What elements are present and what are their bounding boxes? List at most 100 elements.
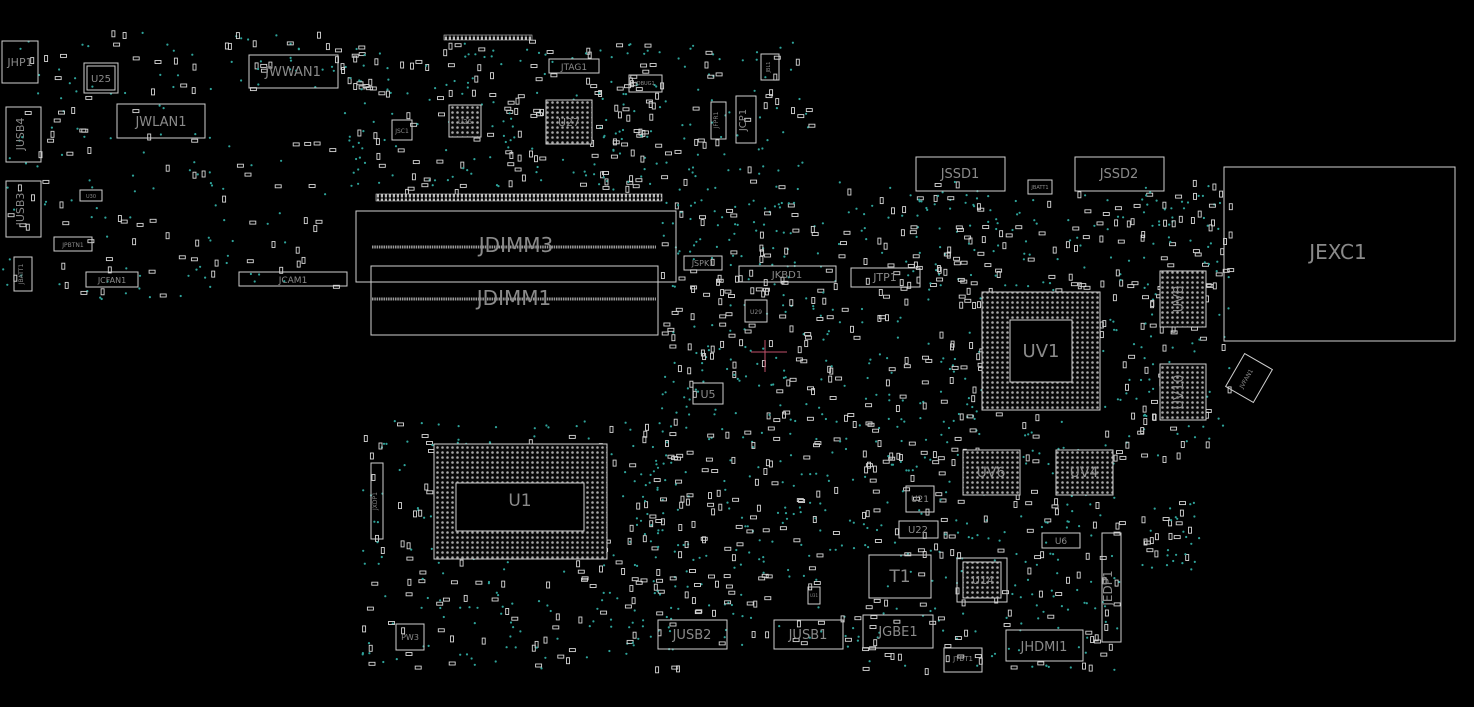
svg-text:JTBT1: JTBT1 bbox=[952, 655, 973, 663]
component-u1[interactable]: U1 bbox=[433, 443, 608, 560]
svg-text:UV8: UV8 bbox=[1172, 286, 1187, 313]
svg-text:UV4: UV4 bbox=[1070, 465, 1099, 481]
svg-text:UV6: UV6 bbox=[977, 465, 1006, 481]
component-u22[interactable]: U22 bbox=[898, 520, 939, 539]
component-uv8[interactable]: UV8 bbox=[1159, 270, 1207, 328]
component-u25[interactable]: U25 bbox=[83, 62, 119, 94]
component-jspk1[interactable]: JSPK1 bbox=[683, 255, 723, 271]
component-jusb4[interactable]: JUSB4 bbox=[5, 106, 42, 163]
component-u5[interactable]: U5 bbox=[692, 382, 724, 405]
svg-text:JSSD2: JSSD2 bbox=[1099, 167, 1139, 182]
svg-text:JVFAN1: JVFAN1 bbox=[1238, 368, 1255, 391]
component-jtp1[interactable]: JTP1 bbox=[850, 267, 921, 288]
component-jcam1[interactable]: JCAM1 bbox=[238, 271, 348, 287]
svg-text:PW3: PW3 bbox=[401, 633, 419, 642]
svg-text:JCAM1: JCAM1 bbox=[278, 276, 308, 286]
component-t1[interactable]: T1 bbox=[868, 554, 932, 599]
svg-text:U29: U29 bbox=[750, 309, 762, 316]
component-jdbug1[interactable]: JDBUG1 bbox=[628, 74, 663, 93]
component-u14[interactable]: U14 bbox=[956, 557, 1008, 603]
svg-text:JEDP1: JEDP1 bbox=[1101, 570, 1115, 606]
svg-text:JWLAN1: JWLAN1 bbox=[134, 115, 186, 130]
component-jcp1[interactable]: JCP1 bbox=[735, 95, 757, 144]
component-jcfan1[interactable]: JCFAN1 bbox=[85, 271, 139, 288]
component-jfpr1[interactable]: JFPR1 bbox=[710, 101, 727, 140]
component-u30[interactable]: U30 bbox=[79, 189, 103, 202]
via-field bbox=[2, 30, 1235, 676]
svg-text:U6: U6 bbox=[1055, 537, 1068, 547]
component-pw3[interactable]: PW3 bbox=[395, 623, 425, 651]
component-jpbtn1[interactable]: JPBTN1 bbox=[53, 236, 93, 252]
svg-text:JHP1: JHP1 bbox=[6, 56, 32, 69]
svg-text:U5: U5 bbox=[700, 388, 715, 401]
svg-text:JDIMM1: JDIMM1 bbox=[475, 286, 551, 310]
svg-text:JPBTN1: JPBTN1 bbox=[61, 242, 84, 249]
svg-text:JEXC1: JEXC1 bbox=[1307, 240, 1366, 264]
component-uv10[interactable]: UV10 bbox=[1159, 363, 1207, 421]
svg-text:U1: U1 bbox=[508, 491, 531, 511]
svg-text:JBL1: JBL1 bbox=[766, 62, 772, 74]
component-uv6[interactable]: UV6 bbox=[962, 449, 1021, 496]
component-jusb1[interactable]: JUSB1 bbox=[773, 619, 844, 650]
component-u27[interactable]: U27 bbox=[545, 99, 593, 145]
component-pw1[interactable]: JSC1 bbox=[391, 119, 413, 141]
svg-text:U31: U31 bbox=[810, 593, 818, 598]
component-jbl1[interactable]: JBL1 bbox=[760, 53, 780, 81]
component-u31[interactable]: U31 bbox=[807, 586, 821, 605]
component-jtag1[interactable]: JTAG1 bbox=[548, 58, 600, 74]
component-jexc1[interactable]: JEXC1 bbox=[1223, 166, 1456, 342]
component-u26[interactable]: U26 bbox=[448, 104, 482, 138]
svg-text:U14: U14 bbox=[972, 574, 994, 587]
svg-text:JWWAN1: JWWAN1 bbox=[264, 65, 321, 80]
component-jsc1[interactable]: JSC1 JSC1 JSC1 bbox=[1027, 179, 1053, 195]
component-jwwan1[interactable]: JWWAN1 bbox=[248, 54, 339, 89]
component-jwlan1[interactable]: JWLAN1 bbox=[116, 103, 206, 139]
component-jbatt1[interactable]: JBATT1 bbox=[13, 256, 33, 292]
component-u6[interactable]: U6 bbox=[1041, 532, 1081, 549]
svg-text:JUSB1: JUSB1 bbox=[788, 628, 828, 643]
component-jhdmi1[interactable]: JHDMI1 bbox=[1005, 629, 1084, 662]
component-jtbt1[interactable]: JTBT1 bbox=[943, 647, 983, 673]
component-u29[interactable]: U29 bbox=[744, 299, 768, 323]
svg-text:JKBD1: JKBD1 bbox=[771, 270, 802, 281]
svg-text:JCFAN1: JCFAN1 bbox=[97, 276, 126, 285]
svg-text:JBATT1: JBATT1 bbox=[18, 264, 25, 286]
svg-text:JFPR1: JFPR1 bbox=[713, 111, 720, 129]
top-contact-row bbox=[443, 34, 533, 41]
svg-text:T1: T1 bbox=[888, 567, 910, 587]
component-u21[interactable]: U21 bbox=[905, 485, 935, 513]
svg-text:JGBE1: JGBE1 bbox=[877, 625, 917, 640]
component-jssd1[interactable]: JSSD1 bbox=[915, 156, 1006, 192]
svg-text:JTAG1: JTAG1 bbox=[560, 63, 587, 73]
component-jssd2[interactable]: JSSD2 bbox=[1074, 156, 1165, 192]
component-jxdp1[interactable]: JXDP1 bbox=[370, 462, 384, 540]
svg-text:U22: U22 bbox=[908, 525, 928, 536]
svg-text:UV10: UV10 bbox=[1172, 375, 1187, 410]
dimm-contact-row bbox=[375, 193, 663, 202]
svg-text:JDBUG1: JDBUG1 bbox=[634, 81, 654, 87]
component-jdimm3[interactable]: JDIMM3 bbox=[355, 210, 677, 283]
component-jedp1[interactable]: JEDP1 bbox=[1101, 532, 1122, 643]
svg-text:JUSB4: JUSB4 bbox=[14, 118, 27, 152]
component-jusb2[interactable]: JUSB2 bbox=[657, 619, 728, 650]
svg-text:JTP1: JTP1 bbox=[872, 271, 897, 284]
component-jgbe1[interactable]: JGBE1 bbox=[862, 614, 934, 649]
svg-text:UV1: UV1 bbox=[1023, 341, 1060, 362]
svg-text:U25: U25 bbox=[91, 74, 111, 85]
svg-text:JUSB2: JUSB2 bbox=[672, 628, 712, 643]
component-uv4[interactable]: UV4 bbox=[1055, 449, 1114, 496]
svg-text:U30: U30 bbox=[86, 194, 96, 200]
svg-text:U26: U26 bbox=[458, 118, 473, 126]
svg-text:U27: U27 bbox=[558, 116, 580, 129]
component-jhp1[interactable]: JHP1 bbox=[1, 40, 39, 84]
svg-text:JSC1: JSC1 bbox=[394, 128, 409, 135]
component-jvfan1[interactable]: JVFAN1 bbox=[1224, 352, 1274, 404]
component-jkbd1[interactable]: JKBD1 bbox=[738, 265, 837, 283]
svg-text:JSPK1: JSPK1 bbox=[691, 259, 715, 268]
component-jdimm1[interactable]: JDIMM1 bbox=[370, 265, 659, 336]
component-uv1[interactable]: UV1 bbox=[981, 291, 1101, 411]
component-jusb3[interactable]: JUSB3 bbox=[5, 180, 42, 238]
jsc1-text-visible: JBATT1 bbox=[1030, 185, 1048, 191]
svg-text:JHDMI1: JHDMI1 bbox=[1020, 640, 1068, 655]
